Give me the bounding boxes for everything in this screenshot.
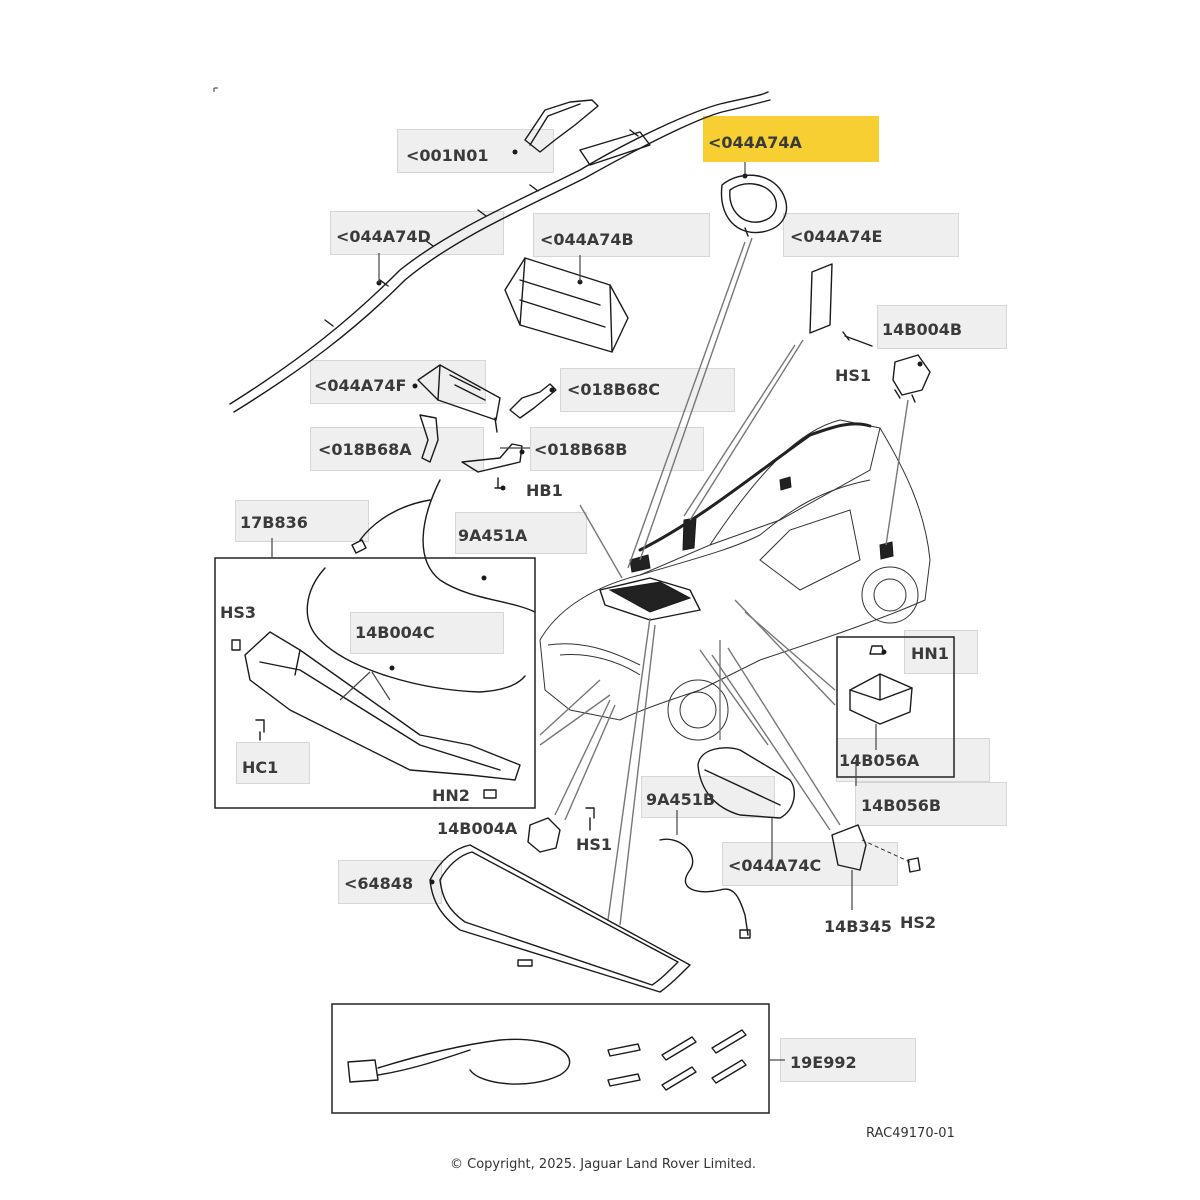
repair-kit-19E992-part [347, 1029, 747, 1091]
label-HC1: HC1 [242, 758, 279, 777]
harness-9A451A-part [351, 479, 536, 613]
bracket-14B345-part [831, 824, 921, 910]
label-018B68C: <018B68C [567, 380, 661, 399]
sensor-14B004B-part [842, 331, 931, 403]
label-9A451A: 9A451A [458, 526, 528, 545]
label-box-018B68B [530, 427, 704, 471]
label-14B056B: 14B056B [861, 796, 942, 815]
clip-HC1 [255, 719, 265, 741]
highlight-044A74A [703, 116, 879, 162]
group-frame-14B056A [836, 636, 955, 778]
harness-14B004C-part [306, 567, 526, 693]
label-HS1-top: HS1 [835, 366, 872, 385]
bracket-018B68B-part [461, 443, 525, 491]
label-box-044A74C [722, 842, 898, 886]
bracket-018B68C-part [509, 383, 557, 419]
windscreen-64848-part [429, 844, 691, 993]
label-044A74F: <044A74F [314, 376, 407, 395]
label-box-19E992 [780, 1038, 916, 1082]
label-box-018B68A [310, 427, 484, 471]
label-box-9A451B [641, 776, 775, 818]
label-14B004B: 14B004B [882, 320, 963, 339]
label-044A74D: <044A74D [336, 227, 431, 246]
label-19E992: 19E992 [790, 1053, 857, 1072]
label-14B345: 14B345 [824, 917, 892, 936]
label-box-64848 [338, 860, 442, 904]
label-018B68A: <018B68A [318, 440, 412, 459]
label-box-14B004C [350, 612, 504, 654]
label-box-14B056B [855, 782, 1007, 826]
passenger-airbag-part [504, 257, 629, 353]
group-frame-17B836 [214, 557, 536, 809]
label-box-044A74E [783, 213, 959, 257]
harness-9A451B-part [659, 810, 751, 939]
label-HS3: HS3 [220, 603, 257, 622]
label-044A74A: <044A74A [708, 133, 802, 152]
curtain-airbag-part [229, 91, 771, 413]
label-box-044A74B [533, 213, 710, 257]
nut-HN2 [483, 789, 497, 799]
knee-airbag-part [697, 747, 796, 860]
label-9A451B: 9A451B [646, 790, 716, 809]
label-box-14B004B [877, 305, 1007, 349]
bracket-018B68A-part [419, 414, 439, 463]
label-box-018B68C [560, 368, 735, 412]
driver-airbag-part [720, 173, 788, 237]
label-box-17B836 [235, 500, 369, 542]
diagram-reference: RAC49170-01 [866, 1126, 955, 1141]
copyright-notice: © Copyright, 2025. Jaguar Land Rover Lim… [450, 1157, 757, 1172]
vehicle-outline [539, 419, 931, 741]
bolt-HS3 [231, 639, 241, 651]
label-64848: <64848 [344, 874, 414, 893]
module-14B056A-part [849, 645, 913, 750]
module-044A74F-part [412, 364, 501, 433]
label-box-9A451A [455, 512, 587, 554]
label-044A74B: <044A74B [540, 230, 634, 249]
label-HB1: HB1 [526, 481, 563, 500]
label-044A74E: <044A74E [790, 227, 883, 246]
label-HN1: HN1 [911, 644, 949, 663]
bumper-beam-part [244, 631, 521, 781]
label-044A74C: <044A74C [728, 856, 822, 875]
label-box-044A74F [310, 360, 486, 404]
sensor-14B004A-part [527, 807, 595, 853]
side-airbag-E-part [809, 263, 833, 334]
label-14B004C: 14B004C [355, 623, 435, 642]
label-HN2: HN2 [432, 786, 470, 805]
group-frame-19E992 [331, 1003, 770, 1114]
label-018B68B: <018B68B [534, 440, 628, 459]
label-001N01: <001N01 [406, 146, 489, 165]
label-box-14B056A [836, 738, 990, 782]
lead-14B004C [339, 671, 391, 701]
leader-lines [539, 237, 909, 926]
label-box-HC1 [236, 742, 310, 784]
label-HS2: HS2 [900, 913, 937, 932]
label-14B056A: 14B056A [839, 751, 920, 770]
bracket-001N01-part [512, 99, 599, 155]
label-HS1-bottom: HS1 [576, 835, 613, 854]
label-17B836: 17B836 [240, 513, 308, 532]
label-14B004A: 14B004A [437, 819, 518, 838]
corner-mark [213, 87, 218, 92]
